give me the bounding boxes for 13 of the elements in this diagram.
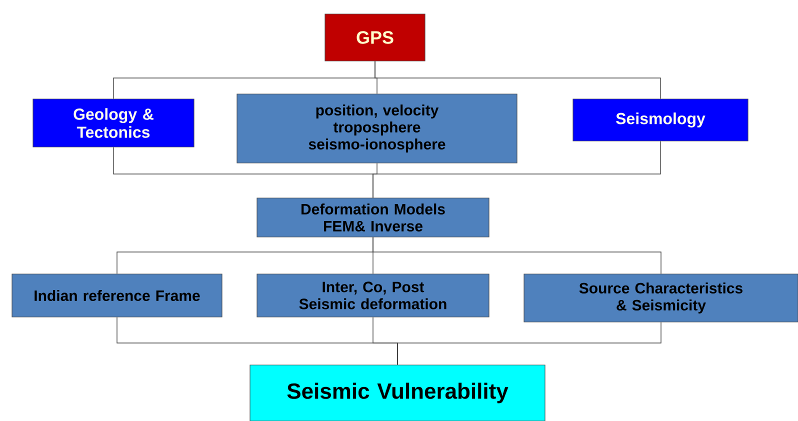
process-box: Inter, Co, Post Seismic deformation <box>256 274 490 318</box>
process-box: position, velocity troposphere seismo-ionosphere <box>236 94 518 164</box>
connector-line <box>397 322 662 366</box>
process-box: Indian reference Frame <box>12 274 222 318</box>
process-box: Source Characteristics & Seismicity <box>524 274 798 322</box>
connector-line <box>372 140 661 198</box>
connector-line <box>372 236 662 274</box>
process-box: GPS <box>324 14 426 62</box>
connector-line <box>374 60 661 100</box>
process-box: Seismic Vulnerability <box>250 364 546 421</box>
process-box: Deformation Models FEM& Inverse <box>256 198 490 238</box>
process-box: Geology & Tectonics <box>32 98 194 148</box>
process-box: Seismology <box>572 98 748 142</box>
